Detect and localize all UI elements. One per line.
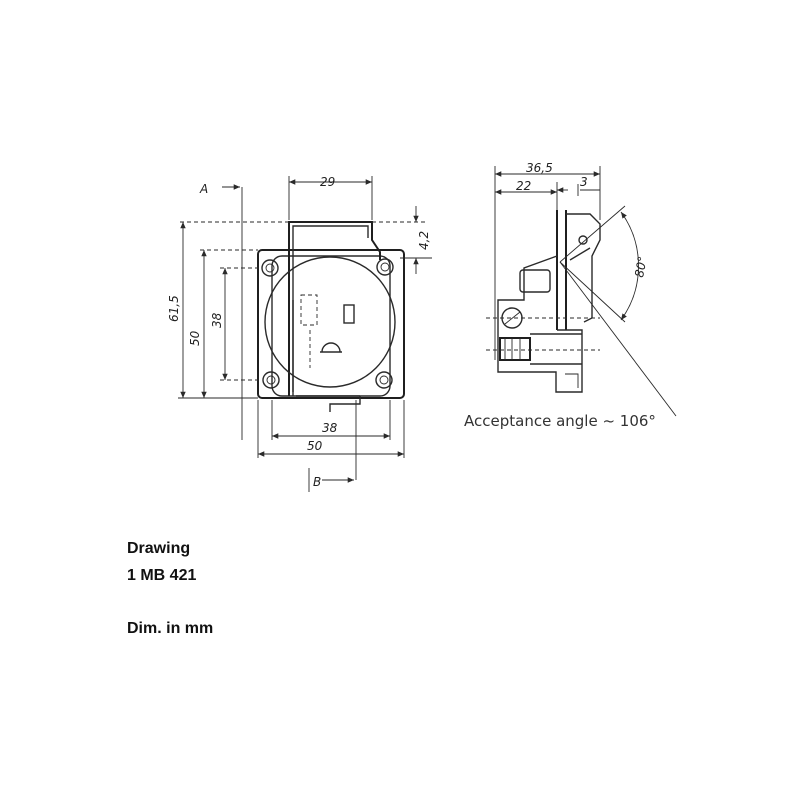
dim-3: 3 (580, 175, 588, 189)
angle-arc (620, 211, 639, 321)
earth-contact (320, 342, 342, 353)
side-body (497, 255, 583, 393)
caption-title: Drawing (127, 540, 191, 557)
angle-80: 80° (632, 255, 649, 278)
dim-height-50: 50 (188, 330, 202, 346)
dim-22: 22 (516, 179, 531, 193)
screw-hole-tl (261, 259, 279, 277)
front-view: A B 29 61,5 50 38 38 50 4,2 (167, 175, 432, 492)
pin-slot-left (300, 294, 318, 326)
caption-drawing-number: 1 MB 421 (127, 567, 197, 584)
side-view: 36,5 22 3 80° Acceptance angle ~ 106° (464, 161, 677, 430)
mounting-plate (257, 249, 405, 399)
side-plate (556, 210, 567, 330)
section-b-label: B (313, 475, 321, 489)
dim-width-38: 38 (322, 421, 338, 435)
caption-units: Dim. in mm (127, 620, 214, 637)
screw-hole-br (375, 371, 393, 389)
dim-4-2: 4,2 (417, 231, 431, 250)
pin-slot-right (343, 304, 355, 324)
dim-width-50: 50 (307, 439, 323, 453)
socket-face (264, 256, 396, 388)
section-a-label: A (199, 182, 208, 196)
acceptance-angle-note: Acceptance angle ~ 106° (464, 412, 656, 430)
dim-height-38: 38 (210, 312, 224, 328)
hinged-lid (288, 221, 381, 396)
dim-height-61-5: 61,5 (167, 295, 181, 322)
dim-width-29: 29 (320, 175, 335, 189)
screw-hole-tr (376, 258, 394, 276)
dim-36-5: 36,5 (526, 161, 553, 175)
screw-hole-bl (262, 371, 280, 389)
